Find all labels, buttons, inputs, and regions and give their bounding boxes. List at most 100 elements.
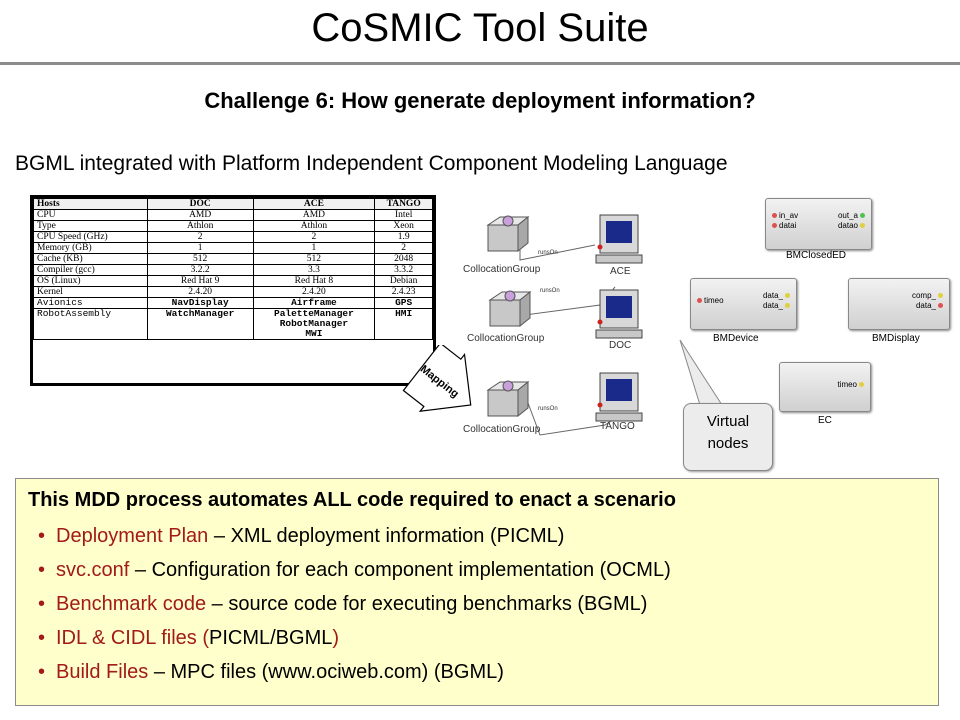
list-item: • IDL & CIDL files (PICML/BGML) xyxy=(38,627,671,661)
slide-subtitle: Challenge 6: How generate deployment inf… xyxy=(204,88,756,113)
component-box: timeo data_ data_ xyxy=(690,278,797,330)
table-cell: 1 xyxy=(146,242,254,254)
port-label: in_av xyxy=(779,211,799,220)
item-term: Build Files xyxy=(56,661,149,683)
panel-heading: This MDD process automates ALL code requ… xyxy=(28,489,676,511)
item-term: Deployment Plan xyxy=(56,525,209,547)
node-label-tango: TANGO xyxy=(600,421,635,432)
item-term: Benchmark code xyxy=(56,593,207,615)
table-header-cell: Hosts xyxy=(33,198,148,210)
item-separator: – xyxy=(206,593,229,615)
computer-node-icon xyxy=(595,214,643,264)
table-cell: Red Hat 8 xyxy=(252,275,376,287)
mapping-arrow: Mapping xyxy=(402,345,472,412)
bullet-icon: • xyxy=(38,627,46,649)
table-cell: CPU Speed (GHz) xyxy=(33,231,148,243)
runs-on-label: runsOn xyxy=(540,288,560,294)
table-header-cell: ACE xyxy=(252,198,376,210)
bullet-icon: • xyxy=(38,593,46,615)
item-term: svc.conf xyxy=(56,559,130,581)
list-item: • Benchmark code – source code for execut… xyxy=(38,593,671,627)
port-label: data_ xyxy=(762,301,783,310)
table-cell: Athlon xyxy=(146,220,254,232)
port-label: datai xyxy=(779,221,797,230)
table-header-cell: TANGO xyxy=(374,198,433,210)
table-cell: CPU xyxy=(33,209,148,221)
component-name: BMDisplay xyxy=(872,333,920,344)
collocation-group-label: CollocationGroup xyxy=(467,333,545,344)
table-cell: 512 xyxy=(252,253,376,265)
runs-on-label: runsOn xyxy=(538,250,558,256)
item-description: PICML/BGML xyxy=(209,627,333,649)
item-separator: – xyxy=(148,661,171,683)
table-cell: WatchManager xyxy=(146,308,254,340)
table-cell: Cache (KB) xyxy=(33,253,148,265)
port-label: out_a xyxy=(837,211,858,220)
table-cell: OS (Linux) xyxy=(33,275,148,287)
table-cell: NavDisplay xyxy=(146,297,254,309)
table-header-cell: DOC xyxy=(146,198,254,210)
port-label: comp_ xyxy=(911,291,936,300)
item-description: MPC files (www.ociweb.com) (BGML) xyxy=(170,661,504,683)
list-item: •svc.conf – Configuration for each compo… xyxy=(38,559,671,593)
table-cell: Red Hat 9 xyxy=(146,275,254,287)
feature-list: • Deployment Plan – XML deployment inform… xyxy=(38,525,671,695)
collocation-group-label: CollocationGroup xyxy=(463,264,541,275)
table-cell: 2.4.20 xyxy=(252,286,376,298)
table-cell: Athlon xyxy=(252,220,376,232)
collocation-group-icon xyxy=(486,215,530,253)
port-label: timeo xyxy=(837,380,857,389)
collocation-group-label: CollocationGroup xyxy=(463,424,541,435)
item-tail: ) xyxy=(332,627,340,649)
table-cell: Memory (GB) xyxy=(33,242,148,254)
table-cell: Intel xyxy=(374,209,433,221)
item-description: XML deployment information (PICML) xyxy=(230,525,565,547)
item-description: source code for executing benchmarks (BG… xyxy=(228,593,648,615)
collocation-group-icon xyxy=(488,290,532,328)
item-separator: – xyxy=(129,559,152,581)
runs-on-label: runsOn xyxy=(538,406,558,412)
table-cell: Xeon xyxy=(374,220,433,232)
computer-node-icon xyxy=(595,372,643,422)
computer-node-icon xyxy=(595,289,643,339)
table-cell: Compiler (gcc) xyxy=(33,264,148,276)
slide-title: CoSMIC Tool Suite xyxy=(311,6,649,50)
item-separator: – xyxy=(208,525,231,547)
list-item: • Deployment Plan – XML deployment inform… xyxy=(38,525,671,559)
table-cell: PaletteManager RobotManager MWI xyxy=(252,308,376,340)
table-cell: 3.2.2 xyxy=(146,264,254,276)
summary-panel: This MDD process automates ALL code requ… xyxy=(15,478,939,706)
table-cell: 2.4.20 xyxy=(146,286,254,298)
table-cell: GPS xyxy=(374,297,433,309)
callout-text: Virtual nodes xyxy=(706,413,750,452)
collocation-group-icon xyxy=(486,380,530,418)
callout-pointer xyxy=(679,339,723,406)
list-item: • Build Files – MPC files (www.ociweb.com… xyxy=(38,661,671,695)
table-cell: 1.9 xyxy=(374,231,433,243)
title-divider xyxy=(0,62,960,65)
bullet-icon: • xyxy=(38,661,46,683)
table-cell: Type xyxy=(33,220,148,232)
table-cell: RobotAssembly xyxy=(33,308,148,340)
item-separator: ( xyxy=(196,627,209,649)
component-box: timeo xyxy=(779,362,871,412)
port-label: data_ xyxy=(915,301,936,310)
bullet-icon: • xyxy=(38,525,46,547)
component-box: comp_ data_ xyxy=(848,278,950,330)
port-label: datao xyxy=(837,221,858,230)
deployment-diagram xyxy=(486,214,643,436)
node-label-doc: DOC xyxy=(609,340,632,351)
table-cell: Avionics xyxy=(33,297,148,309)
item-term: IDL & CIDL files xyxy=(56,627,197,649)
